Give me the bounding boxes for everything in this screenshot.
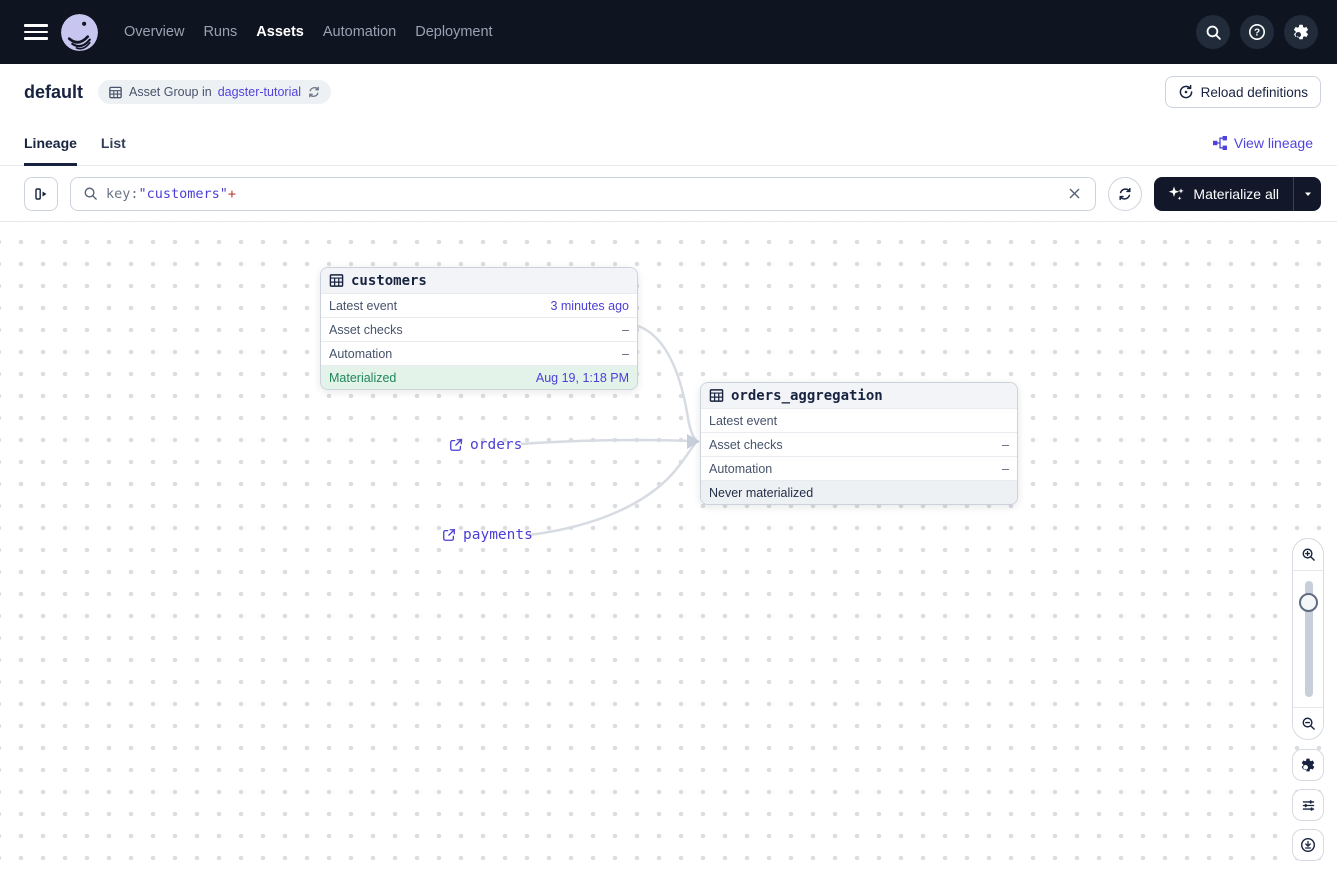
svg-text:?: ? [1254,28,1260,39]
page-title: default [24,81,84,102]
asset-group-badge[interactable]: Asset Group in dagster-tutorial [98,80,332,104]
lineage-graph-icon [1212,135,1227,150]
zoom-slider-group [1292,538,1324,740]
asset-title: customers [351,272,427,289]
asset-group-icon [109,86,122,98]
asset-row-asset-checks: Asset checks – [701,432,1017,456]
asset-row-latest-event: Latest event 3 minutes ago [321,293,637,317]
search-icon [84,187,97,200]
external-asset-label: orders [470,437,523,453]
graph-filters-icon[interactable] [1292,789,1324,821]
row-label: Latest event [329,298,398,313]
tabs-bar: Lineage List View lineage [0,120,1337,166]
row-label: Automation [329,346,393,361]
graph-settings-gear-icon[interactable] [1292,749,1324,781]
row-label: Latest event [709,413,778,428]
open-panel-icon[interactable] [24,176,58,211]
row-value-link[interactable]: 3 minutes ago [550,298,629,313]
materialized-timestamp-link[interactable]: Aug 19, 1:18 PM [535,370,629,385]
recenter-graph-icon[interactable] [1292,829,1324,861]
view-lineage-link[interactable]: View lineage [1212,120,1313,165]
asset-node-orders-aggregation[interactable]: orders_aggregation Latest event Asset ch… [700,382,1018,505]
nav-item-overview[interactable]: Overview [124,24,185,40]
asset-row-materialized: Materialized Aug 19, 1:18 PM [321,365,637,389]
graph-toolbar: key:"customers"+ Materialize all [0,166,1337,222]
table-icon [709,389,724,402]
materialize-split-button: Materialize all [1154,176,1321,211]
asset-row-never-materialized: Never materialized [701,480,1017,504]
asset-title: orders_aggregation [731,387,883,404]
tab-lineage[interactable]: Lineage [24,120,77,166]
tab-list-label: List [100,134,126,151]
external-asset-orders[interactable]: orders [449,437,522,453]
gear-icon[interactable] [1284,15,1318,49]
row-label: Asset checks [329,322,403,337]
asset-search-input[interactable]: key:"customers"+ [70,176,1097,211]
zoom-in-icon[interactable] [1293,539,1323,570]
nav-item-deployment[interactable]: Deployment [415,24,493,40]
row-value: – [622,322,629,337]
lineage-graph-canvas[interactable]: customers Latest event 3 minutes ago Ass… [0,222,1337,873]
row-value: – [1002,437,1009,452]
sparkles-icon [1169,186,1185,201]
refresh-graph-icon[interactable] [1108,176,1143,211]
asset-row-automation: Automation – [701,456,1017,480]
reload-definitions-label: Reload definitions [1200,84,1308,100]
asset-card-header: customers [321,268,637,293]
query-op-token: + [227,185,237,202]
query-value-token: "customers" [138,185,228,202]
zoom-slider-track[interactable] [1305,581,1313,697]
hamburger-menu-icon[interactable] [24,20,48,44]
badge-text: Asset Group in [129,85,212,99]
zoom-slider-handle[interactable] [1299,593,1318,612]
lineage-edges [520,324,700,537]
external-asset-label: payments [463,527,533,543]
page-header: default Asset Group in dagster-tutorial … [0,64,1337,120]
materialize-all-button[interactable]: Materialize all [1154,176,1293,211]
reload-definitions-button[interactable]: Reload definitions [1164,76,1321,108]
nav-actions: ? [1196,15,1318,49]
query-key-token: key: [106,185,139,202]
nav-item-automation[interactable]: Automation [322,24,397,40]
asset-row-automation: Automation – [321,341,637,365]
nav-links: Overview Runs Assets Automation Deployme… [124,24,493,40]
row-label: Asset checks [709,437,783,452]
repo-link[interactable]: dagster-tutorial [217,85,302,99]
materialize-caret-icon[interactable] [1293,176,1321,211]
sync-icon[interactable] [307,85,321,99]
divider [1293,570,1323,571]
reload-icon [1179,84,1193,99]
asset-row-latest-event: Latest event [701,408,1017,432]
asset-card-header: orders_aggregation [701,383,1017,408]
external-asset-payments[interactable]: payments [442,527,533,543]
asset-row-asset-checks: Asset checks – [321,317,637,341]
nav-item-runs[interactable]: Runs [203,24,238,40]
clear-search-icon[interactable] [1063,183,1085,205]
materialize-all-label: Materialize all [1193,185,1279,202]
zoom-slider[interactable] [1293,571,1323,707]
external-link-icon [443,529,455,541]
dagster-logo-icon[interactable] [61,13,98,51]
asset-node-customers[interactable]: customers Latest event 3 minutes ago Ass… [320,267,638,390]
table-icon [329,274,344,287]
zoom-out-icon[interactable] [1293,708,1323,739]
help-icon[interactable]: ? [1240,15,1274,49]
external-link-icon [450,439,462,451]
search-query: key:"customers"+ [106,186,236,202]
tab-lineage-label: Lineage [24,134,77,151]
never-materialized-status: Never materialized [709,485,814,500]
materialized-status: Materialized [329,370,397,385]
row-value: – [622,346,629,361]
nav-item-assets[interactable]: Assets [256,24,304,40]
top-nav: Overview Runs Assets Automation Deployme… [0,0,1337,64]
tab-list[interactable]: List [101,120,126,165]
search-icon[interactable] [1196,15,1230,49]
row-label: Automation [709,461,773,476]
divider [1293,707,1323,708]
view-lineage-label: View lineage [1233,134,1313,151]
row-value: – [1002,461,1009,476]
